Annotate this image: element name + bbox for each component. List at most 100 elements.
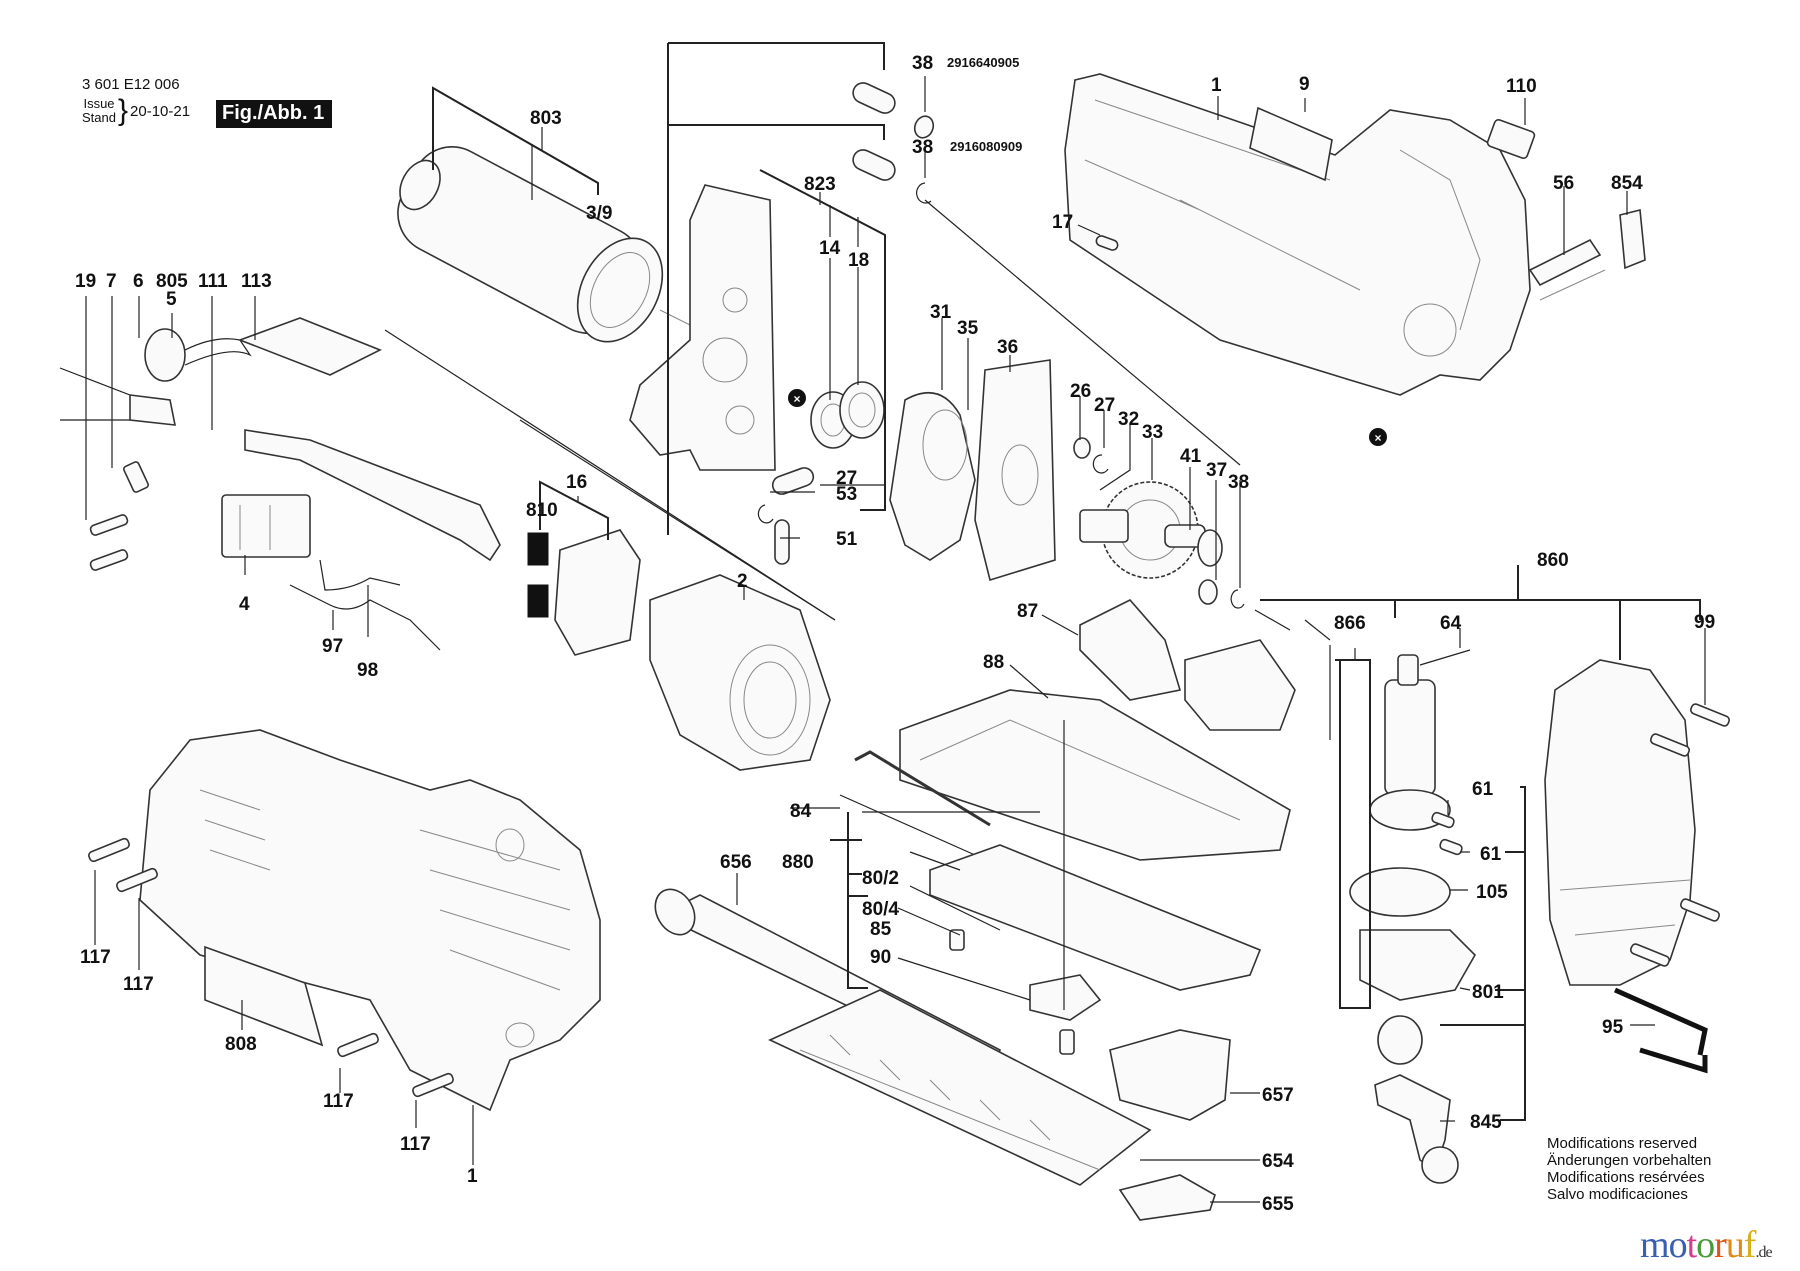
electronic-module-part — [237, 317, 382, 376]
document-number: 3 601 E12 006 — [82, 76, 180, 93]
label-33: 33 — [1142, 422, 1163, 443]
screw-part — [89, 514, 129, 571]
label-18: 18 — [848, 250, 869, 271]
spring-part — [1431, 811, 1463, 856]
issue-date: 20-10-21 — [130, 102, 191, 120]
label-88: 88 — [983, 652, 1004, 673]
label-810: 810 — [526, 500, 558, 521]
brush-holder-part — [527, 529, 641, 656]
svg-text:×: × — [793, 392, 800, 406]
switch-cap-part — [1486, 118, 1536, 160]
base-plate-part — [839, 689, 1291, 991]
label-26: 26 — [1070, 381, 1091, 402]
document-header: 3 601 E12 006 Issue Stand } 20-10-21 — [82, 76, 191, 127]
brand-letter: m — [1640, 1224, 1670, 1266]
label-803: 803 — [530, 108, 562, 129]
label-117-a: 117 — [80, 947, 111, 968]
label-56: 56 — [1553, 173, 1574, 194]
field-stator-part — [649, 574, 831, 771]
brand-letter: f — [1743, 1224, 1757, 1266]
label-866: 866 — [1334, 613, 1366, 634]
label-1-top: 1 — [1211, 75, 1222, 96]
label-32: 32 — [1118, 409, 1139, 430]
label-95: 95 — [1602, 1017, 1624, 1038]
label-655: 655 — [1262, 1194, 1294, 1215]
brand-letter: r — [1714, 1224, 1727, 1266]
label-808: 808 — [225, 1034, 257, 1055]
label-657: 657 — [1262, 1085, 1294, 1106]
washer-part — [1073, 437, 1109, 474]
brand-letter: o — [1668, 1224, 1688, 1266]
svg-text:×: × — [1374, 431, 1381, 445]
hex-key-part — [854, 750, 991, 827]
issue-label-de: Stand — [82, 110, 116, 125]
label-38-right: 38 — [1228, 472, 1249, 493]
switching-lever-part — [1359, 929, 1476, 1001]
screw-part — [1059, 1029, 1075, 1055]
label-64: 64 — [1440, 613, 1462, 634]
label-85: 85 — [870, 919, 892, 940]
label-80-2: 80/2 — [862, 868, 899, 889]
label-98: 98 — [357, 660, 378, 681]
switch-part — [221, 494, 311, 558]
pin-part — [757, 467, 815, 565]
label-61-upper: 61 — [1472, 779, 1494, 800]
label-823: 823 — [804, 174, 836, 195]
label-117-c: 117 — [323, 1091, 354, 1112]
label-7: 7 — [106, 271, 117, 292]
lever-part — [1528, 208, 1646, 301]
label-61-lower: 61 — [1480, 844, 1502, 865]
label-plate-part — [204, 945, 324, 1047]
label-27-upper: 27 — [1094, 395, 1115, 416]
label-17: 17 — [1052, 212, 1073, 233]
label-801: 801 — [1472, 982, 1504, 1003]
label-656: 656 — [720, 852, 752, 873]
notice-line-es: Salvo modificaciones — [1547, 1186, 1688, 1203]
housing-half-part — [139, 729, 601, 1112]
brand-letter: o — [1696, 1224, 1715, 1266]
power-cable-part — [59, 328, 252, 493]
housing-half-part — [1064, 73, 1531, 396]
label-38-lower: 38 — [912, 137, 933, 158]
label-35: 35 — [957, 318, 979, 339]
label-111: 111 — [198, 271, 228, 292]
label-117-b: 117 — [123, 974, 154, 995]
brand-tld: .de — [1755, 1244, 1772, 1261]
guide-roller-holder-part — [1184, 639, 1296, 731]
label-99: 99 — [1694, 612, 1715, 633]
notice-line-de: Änderungen vorbehalten — [1547, 1152, 1712, 1169]
part-number-38-upper: 2916640905 — [947, 55, 1019, 70]
label-84: 84 — [790, 801, 812, 822]
guide-part — [1079, 599, 1182, 701]
ring-part — [1349, 867, 1451, 917]
label-41: 41 — [1180, 446, 1202, 467]
label-654: 654 — [1262, 1151, 1294, 1172]
label-80-4: 80/4 — [862, 899, 899, 920]
brand-logo-text: motoruf — [1640, 1224, 1757, 1266]
label-51: 51 — [836, 529, 858, 550]
screw-part — [1095, 235, 1119, 251]
screw-part — [88, 837, 454, 1098]
label-805: 805 — [156, 271, 188, 292]
label-105: 105 — [1476, 882, 1508, 903]
front-cover-part — [1544, 659, 1696, 986]
label-27-lower: 27 — [836, 468, 857, 489]
guide-roller-part — [1374, 1074, 1459, 1184]
label-87: 87 — [1017, 601, 1038, 622]
modifications-notice: Modifications reserved Änderungen vorbeh… — [1547, 1135, 1711, 1203]
label-36: 36 — [997, 337, 1018, 358]
brace-icon: } — [117, 94, 129, 127]
gear-part — [1079, 481, 1223, 579]
issue-labels: Issue Stand — [82, 97, 116, 125]
wire-part — [319, 559, 401, 591]
label-110: 110 — [1506, 76, 1537, 97]
label-37: 37 — [1206, 460, 1227, 481]
pin-part — [852, 82, 935, 204]
label-4: 4 — [239, 594, 250, 615]
label-1-bottom: 1 — [467, 1166, 478, 1187]
brand-letter: t — [1686, 1224, 1698, 1266]
brand-letter: u — [1725, 1224, 1745, 1266]
label-845: 845 — [1470, 1112, 1502, 1133]
screw-part — [1629, 703, 1731, 967]
